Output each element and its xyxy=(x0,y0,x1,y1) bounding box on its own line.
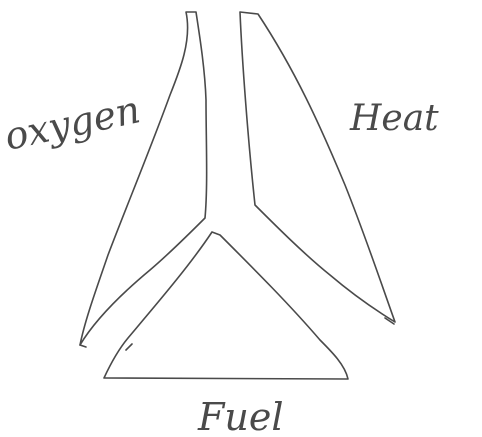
heat-side-tick xyxy=(384,317,395,325)
heat-side-shape xyxy=(239,11,396,323)
fuel-triangle-shape xyxy=(103,231,349,380)
oxygen-side-tick xyxy=(79,344,87,348)
fuel-triangle-tick xyxy=(125,343,133,351)
label-oxygen: oxygen xyxy=(1,87,144,159)
label-heat: Heat xyxy=(349,98,439,139)
label-fuel: Fuel xyxy=(197,395,283,437)
oxygen-side-shape xyxy=(79,11,208,346)
